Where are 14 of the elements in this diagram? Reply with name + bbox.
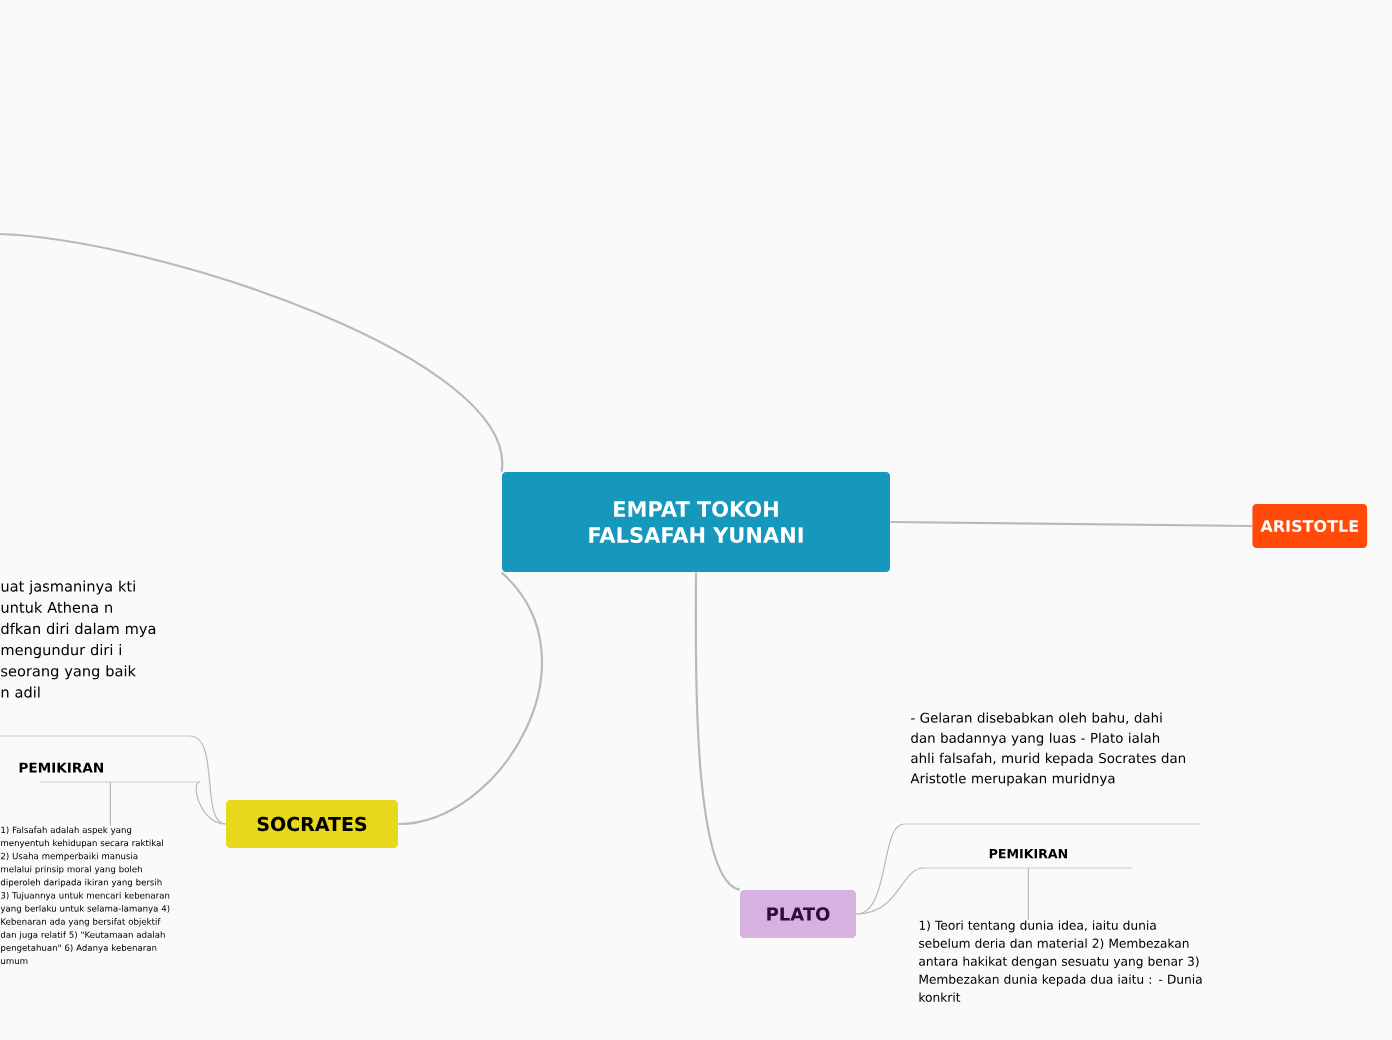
connector-line (855, 823, 905, 915)
connector-line (1027, 867, 1029, 921)
connector-line (0, 232, 503, 472)
connector-line (694, 572, 741, 891)
topic-box: SOCRATES (226, 800, 398, 848)
topic-box: PLATO (740, 890, 856, 938)
connector-line (189, 735, 227, 825)
connector-line (855, 867, 925, 915)
connector-line (195, 781, 227, 825)
topic-box: ARISTOTLE (1252, 504, 1368, 548)
connector-line (109, 781, 111, 827)
central-topic-box: EMPAT TOKOH FALSAFAH YUNANI (502, 472, 890, 572)
connector-line (890, 520, 1253, 528)
connector-line (398, 571, 543, 826)
